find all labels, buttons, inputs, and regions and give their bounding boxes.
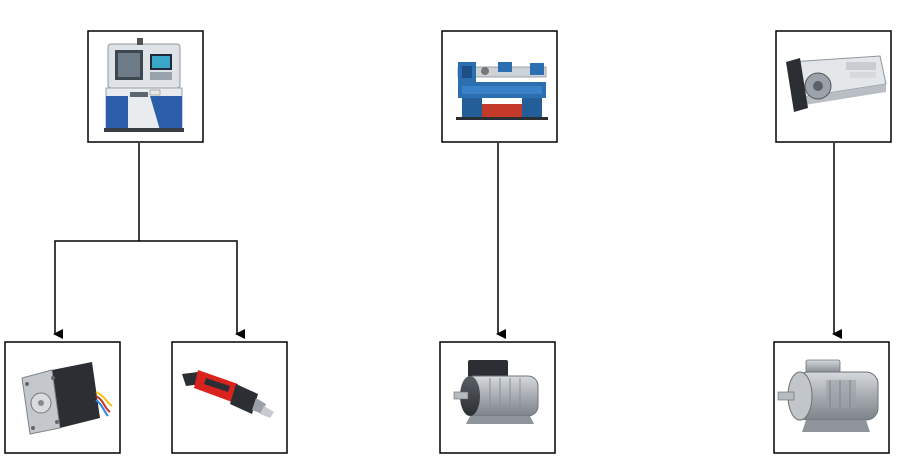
spindle-motor-icon — [182, 370, 274, 418]
node-linear-conveyor — [775, 30, 892, 143]
ac-motor-icon — [777, 359, 879, 432]
connectors — [53, 143, 842, 339]
stepper-motor-icon — [21, 362, 113, 435]
edge-cnc-to-stepper — [53, 240, 139, 339]
node-frame — [171, 341, 288, 454]
node-ac-motor-2 — [773, 341, 890, 454]
node-ac-motor-1 — [439, 341, 556, 454]
ac-motor-icon — [453, 360, 539, 424]
cnc-machine-icon — [104, 38, 184, 132]
edge-cnc-to-spindle — [139, 240, 245, 339]
node-spindle-motor — [171, 341, 288, 454]
node-lathe — [441, 30, 558, 143]
node-stepper-motor — [4, 341, 121, 454]
lathe-icon — [456, 62, 548, 120]
linear-conveyor-icon — [786, 55, 887, 112]
node-cnc-machine — [87, 30, 204, 143]
